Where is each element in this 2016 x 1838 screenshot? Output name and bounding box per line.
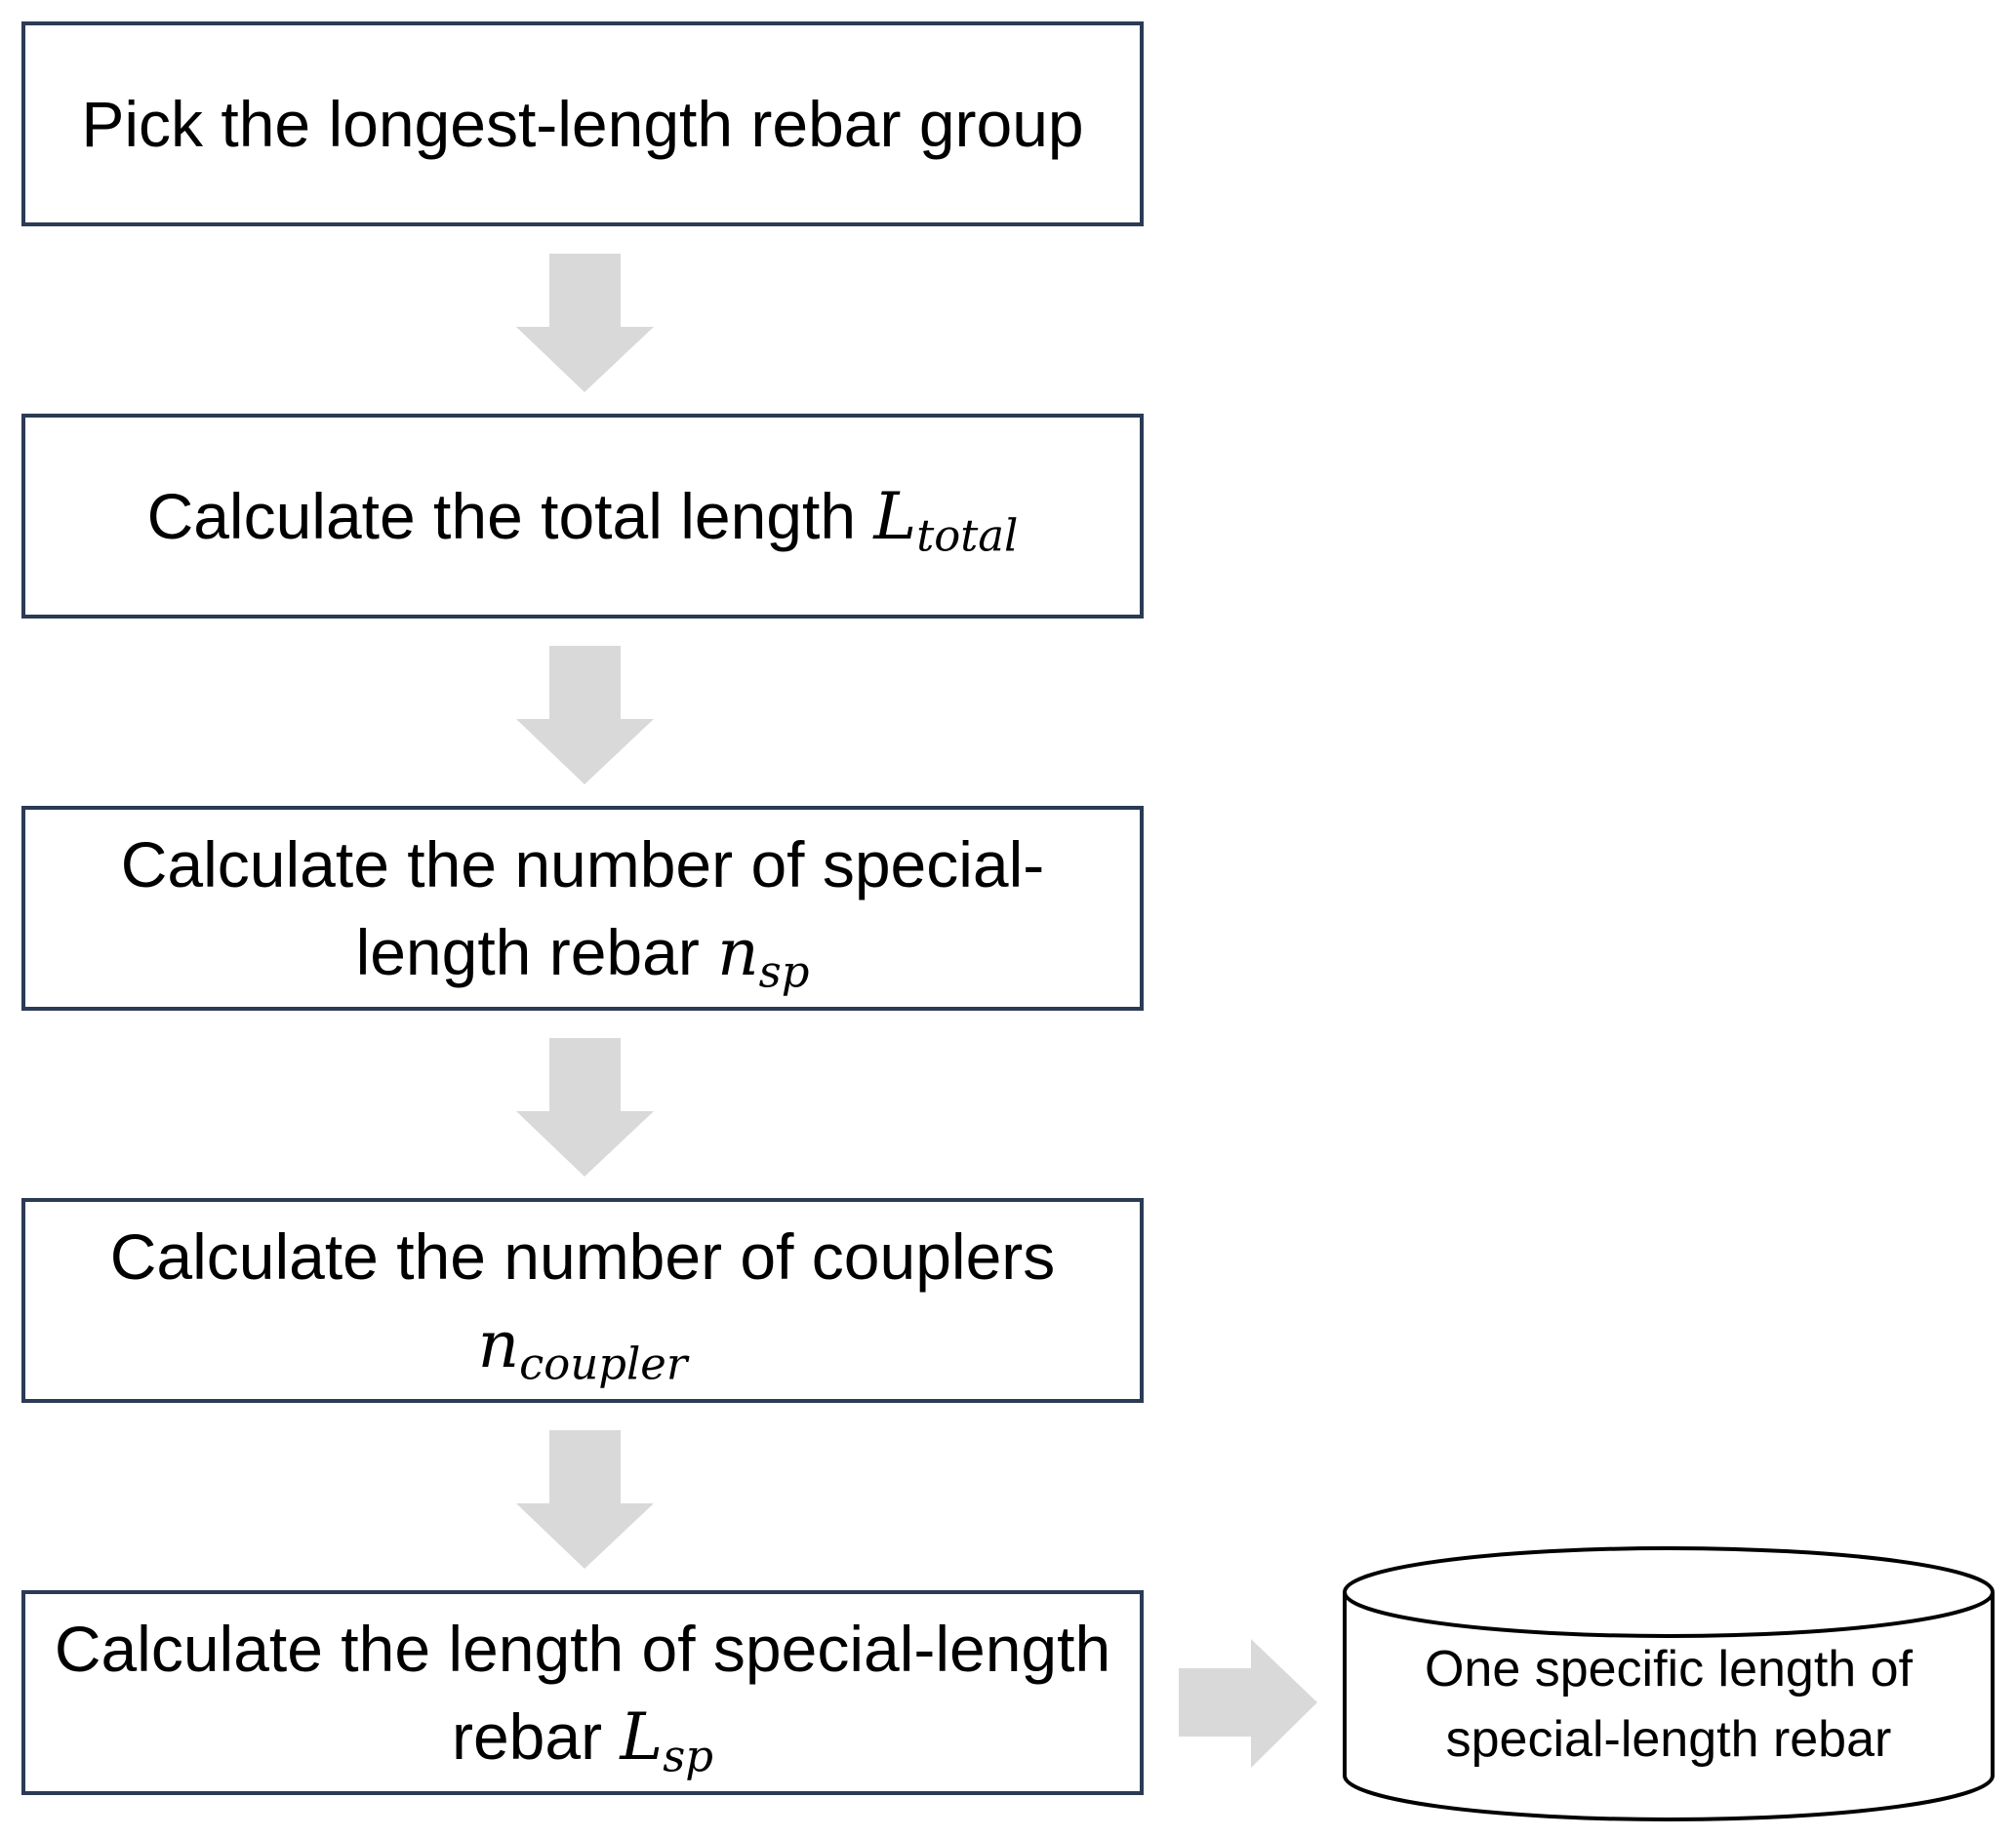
- output-label: One specific length of special-length re…: [1347, 1634, 1991, 1775]
- step-total-length: Calculate the total length Ltotal: [21, 414, 1144, 619]
- step-pick-group-text: Pick the longest-length rebar group: [81, 88, 1084, 160]
- step-number-special-rebar: Calculate the number of special-length r…: [21, 806, 1144, 1011]
- symbol-n-sp: nsp: [717, 914, 810, 998]
- symbol-n-coupler: ncoupler: [477, 1306, 688, 1390]
- down-arrow-3: [516, 1038, 654, 1177]
- right-arrow: [1179, 1639, 1317, 1768]
- cylinder-top: [1343, 1546, 1995, 1638]
- down-arrow-4: [516, 1430, 654, 1569]
- output-label-line-1: One specific length of: [1424, 1641, 1914, 1698]
- step-number-couplers: Calculate the number of couplers ncouple…: [21, 1198, 1144, 1403]
- down-arrow-1: [516, 254, 654, 392]
- step-total-length-text: Calculate the total length: [146, 479, 857, 552]
- step-number-special-rebar-text: Calculate the number of special-length r…: [120, 827, 1045, 988]
- step-length-special-rebar-text: Calculate the length of special-length r…: [54, 1612, 1111, 1773]
- down-arrow-2: [516, 646, 654, 784]
- step-pick-group: Pick the longest-length rebar group: [21, 21, 1144, 226]
- symbol-l-sp: Lsp: [620, 1698, 713, 1782]
- step-number-couplers-text: Calculate the number of couplers: [109, 1219, 1056, 1293]
- symbol-l-total: Ltotal: [873, 478, 1019, 562]
- step-length-special-rebar: Calculate the length of special-length r…: [21, 1590, 1144, 1795]
- output-label-line-2: special-length rebar: [1445, 1711, 1892, 1768]
